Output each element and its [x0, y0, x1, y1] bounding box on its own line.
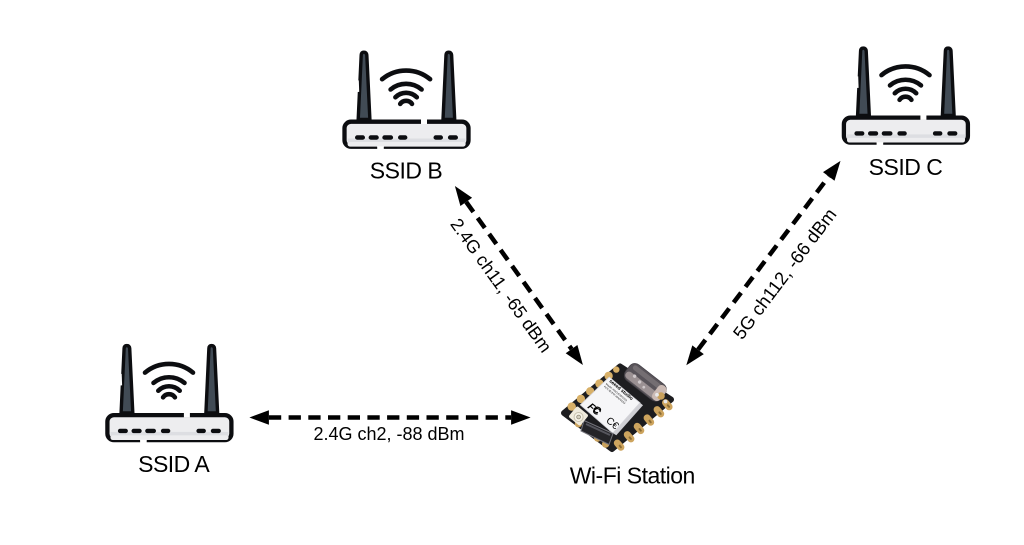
svg-text:Wi-Fi Station: Wi-Fi Station — [570, 463, 695, 489]
svg-text:2.4G ch11, -65 dBm: 2.4G ch11, -65 dBm — [446, 215, 555, 357]
svg-text:SSID A: SSID A — [138, 451, 210, 477]
svg-text:5G ch112, -66 dBm: 5G ch112, -66 dBm — [729, 204, 841, 343]
svg-text:SSID B: SSID B — [370, 158, 443, 184]
svg-text:SSID C: SSID C — [869, 154, 943, 180]
svg-text:2.4G ch2, -88 dBm: 2.4G ch2, -88 dBm — [313, 424, 464, 444]
